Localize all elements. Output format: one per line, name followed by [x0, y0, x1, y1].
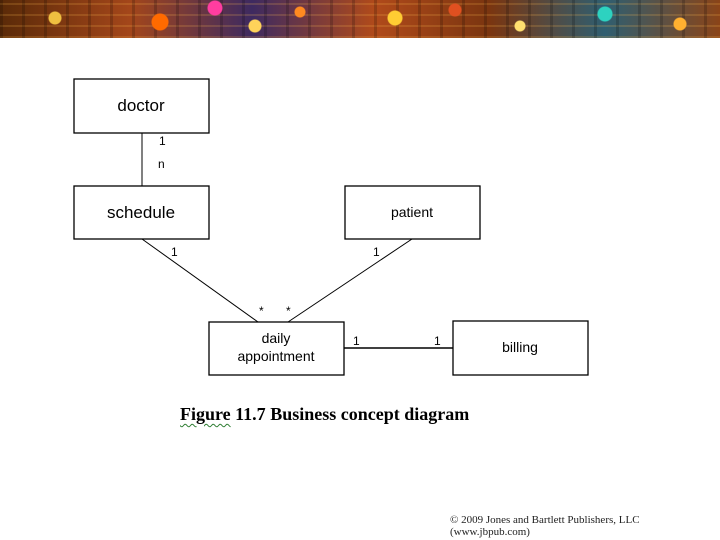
mult-appt-to-billing: 1: [353, 334, 360, 348]
edge-schedule-appointment: [141, 238, 259, 323]
mult-patient-to-appt: 1: [373, 245, 380, 259]
caption-figure-word: Figure: [180, 404, 231, 424]
mult-schedule-end: n: [158, 157, 165, 171]
mult-appt-from-schedule: *: [259, 304, 264, 318]
caption-figure-number: 11.7: [235, 404, 266, 424]
entity-daily-appointment: daily appointment: [208, 321, 345, 376]
figure-caption: Figure 11.7 Business concept diagram: [180, 404, 469, 425]
entity-billing: billing: [452, 320, 589, 376]
header-banner-image: [0, 0, 720, 38]
edge-patient-appointment: [287, 238, 413, 323]
mult-billing-end: 1: [434, 334, 441, 348]
entity-patient: patient: [344, 185, 481, 240]
schedule-label: schedule: [107, 203, 175, 222]
mult-schedule-to-appt: 1: [171, 245, 178, 259]
entity-doctor: doctor: [73, 78, 210, 134]
copyright-notice: © 2009 Jones and Bartlett Publishers, LL…: [450, 514, 640, 538]
patient-label: patient: [391, 204, 433, 220]
caption-title: Business concept diagram: [270, 404, 470, 424]
doctor-label: doctor: [117, 96, 165, 115]
appointment-label-line2: appointment: [237, 348, 314, 364]
mult-doctor-end: 1: [159, 134, 166, 148]
entity-schedule: schedule: [73, 185, 210, 240]
mult-appt-from-patient: *: [286, 304, 291, 318]
appointment-label-line1: daily: [262, 330, 291, 346]
billing-label: billing: [502, 339, 538, 355]
